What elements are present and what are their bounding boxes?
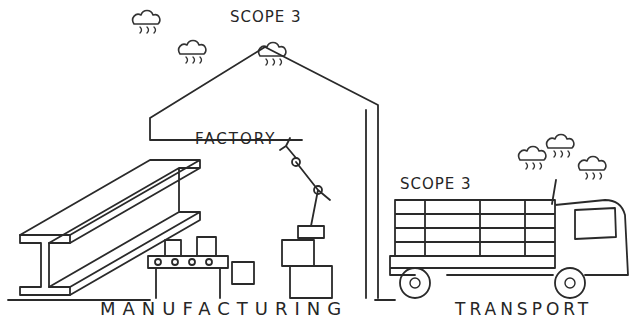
roller [172, 259, 178, 265]
robot-links [296, 162, 330, 226]
part-box [197, 237, 216, 256]
truck-wheel [400, 268, 430, 298]
conveyor-belt [148, 256, 228, 268]
roller [206, 259, 212, 265]
factory-building-shape [150, 47, 378, 298]
truck-wheel [555, 268, 585, 298]
robot-joint [314, 186, 322, 194]
stock-box [282, 240, 314, 266]
emission-cloud [133, 11, 160, 34]
part-box [165, 240, 181, 256]
conveyor [148, 237, 228, 298]
emission-cloud [579, 157, 606, 180]
process-label: MANUFACTURING [100, 300, 348, 318]
stock-box [232, 262, 254, 284]
robot-joint [292, 158, 300, 166]
factory-building: FACTORY MANUFACTURING [40, 40, 385, 328]
transport-truck: SCOPE 3 TRANSPORT [385, 165, 635, 325]
robot-arm [280, 138, 330, 238]
scope-label: SCOPE 3 [230, 10, 302, 25]
building-name: FACTORY [195, 132, 276, 147]
beam-body [20, 160, 200, 295]
emission-cloud [547, 135, 574, 158]
robot-gripper [280, 138, 296, 158]
roller [189, 259, 195, 265]
emission-cloud [179, 41, 206, 64]
transport-truck-shape [390, 200, 628, 275]
wheel-hub [565, 278, 575, 288]
emission-cloud [519, 147, 546, 170]
factory-building-outline [40, 40, 385, 328]
steel-beam [20, 160, 200, 295]
wheel-hub [410, 278, 420, 288]
emission-cloud [259, 43, 286, 66]
conveyor-legs [156, 268, 220, 298]
stock-box [290, 266, 332, 298]
robot-base [298, 226, 324, 238]
roller [155, 259, 161, 265]
mode-label: TRANSPORT [455, 301, 592, 318]
beam-section [20, 235, 70, 295]
scope-label: SCOPE 3 [400, 177, 472, 192]
